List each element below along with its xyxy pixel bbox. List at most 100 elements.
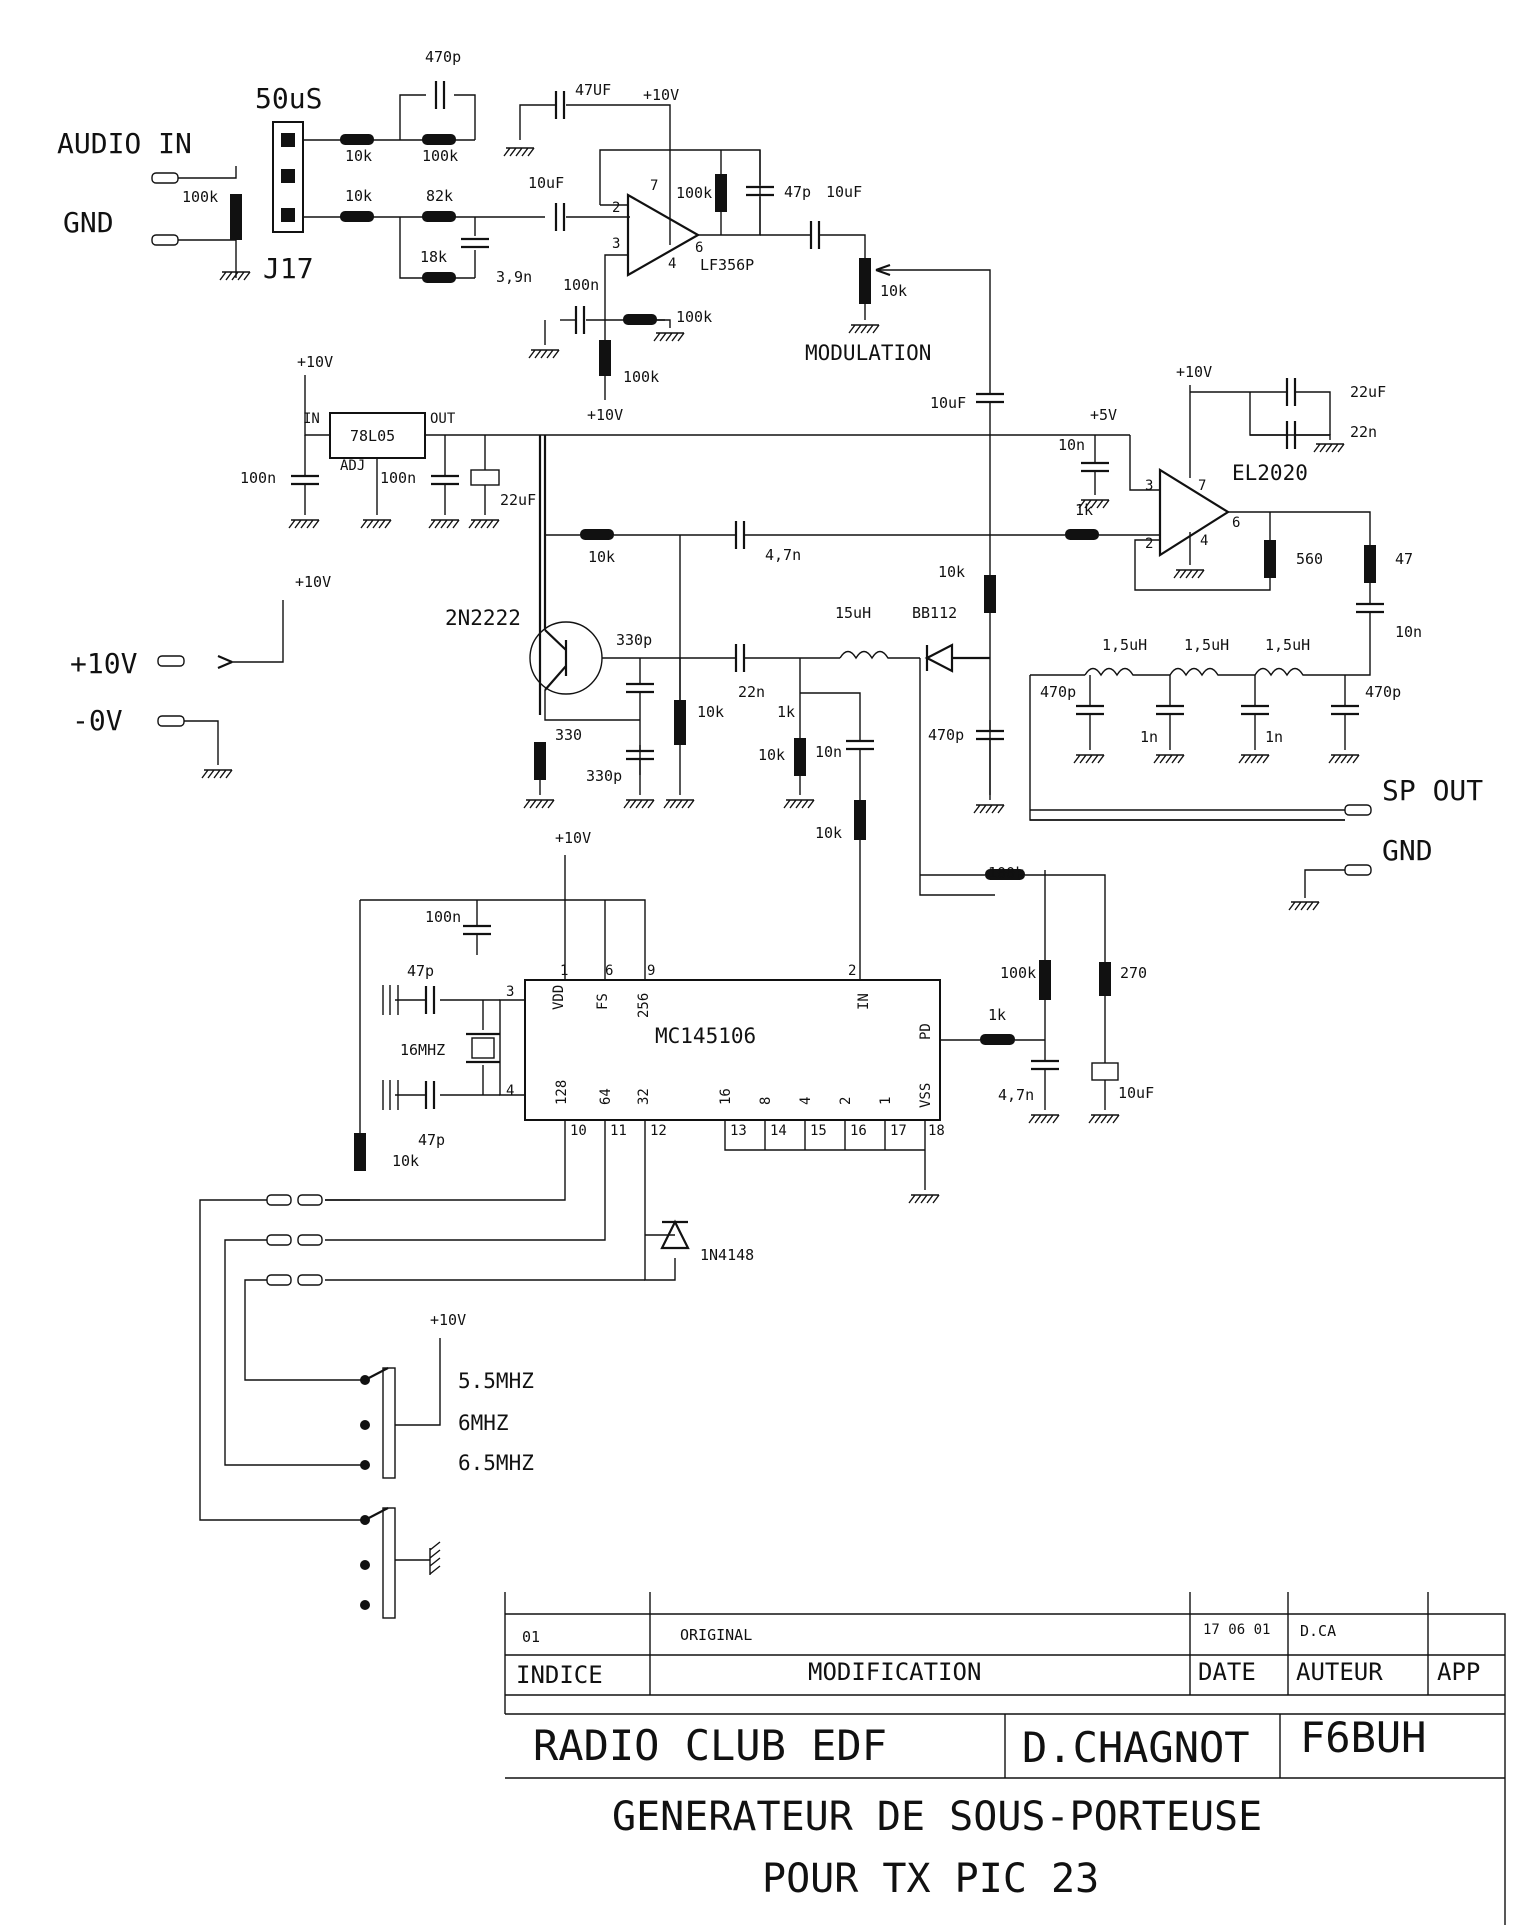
c-470p-f2-label: 470p: [1365, 683, 1401, 701]
jumper-connector-2b[interactable]: [297, 1234, 323, 1246]
op2-pin7: 7: [1198, 478, 1206, 494]
op2-pin4: 4: [1200, 533, 1208, 549]
varicap-label: BB112: [912, 604, 957, 622]
jumper-connector-1[interactable]: [266, 1194, 292, 1206]
c-22uf-el-label: 22uF: [1350, 383, 1386, 401]
resistor-10k-pullup: [354, 1133, 366, 1171]
lc-filter-section: 1,5uH 1,5uH 1,5uH 470p 1n 1n 470p SP OUT…: [1029, 636, 1483, 911]
c-470p-var-label: 470p: [928, 726, 964, 744]
c-100n-pll-label: 100n: [425, 908, 461, 926]
header-modification: MODIFICATION: [808, 1658, 981, 1686]
oscillator-section: 10k 1k 4,7n +10V +10V -0V 2N2222 330p 33…: [70, 435, 1160, 970]
header-date: DATE: [1198, 1658, 1256, 1686]
r-10k-osc-label: 10k: [588, 548, 615, 566]
op2-pin3: 3: [1145, 478, 1153, 494]
pin-32: 32: [636, 1088, 652, 1105]
resistor-10k-pll-in: [854, 800, 866, 840]
op-amp-el2020: [1158, 468, 1231, 557]
pll-pin-10: 10: [570, 1123, 587, 1139]
c-330p-1-label: 330p: [616, 631, 652, 649]
gnd-in-connector[interactable]: [151, 234, 179, 246]
op2-pin2: 2: [1145, 536, 1153, 552]
pll-chip-mc145106: [524, 979, 941, 1121]
resistor-1k-pd: [980, 1034, 1015, 1045]
date-value: 17 06 01: [1203, 1622, 1270, 1638]
pll-pin-15: 15: [810, 1123, 827, 1139]
plus10-conn-label: +10V: [70, 647, 138, 680]
r-82k-label: 82k: [426, 187, 453, 205]
plus10-pll-label: +10V: [555, 829, 591, 847]
regulator-label: 78L05: [350, 427, 395, 445]
jumper-connector-1b[interactable]: [297, 1194, 323, 1206]
c-10n-sup-label: 10n: [1058, 436, 1085, 454]
jumper-label: J17: [263, 252, 314, 285]
r-1k-pd-label: 1k: [988, 1006, 1006, 1024]
resistor-18k: [422, 272, 456, 283]
jumper-connector-2[interactable]: [266, 1234, 292, 1246]
r-100k-bias1-label: 100k: [676, 308, 712, 326]
c-47p-x1-label: 47p: [407, 962, 434, 980]
op1-pin3: 3: [612, 236, 620, 252]
c-100n-bias-label: 100n: [563, 276, 599, 294]
minus0-connector[interactable]: [157, 715, 185, 727]
pll-pin-6: 6: [605, 963, 613, 979]
op1-pin2: 2: [612, 200, 620, 216]
pll-chip-label: MC145106: [655, 1024, 756, 1048]
plus10-el-label: +10V: [1176, 363, 1212, 381]
plus10-connector[interactable]: [157, 655, 185, 667]
resistor-100k-bias-ground: [623, 314, 657, 325]
audio-input-section: AUDIO IN GND 50uS J17 100k 10k 10k 470p …: [57, 48, 545, 286]
club-name: RADIO CLUB EDF: [533, 1721, 887, 1770]
resistor-10k-vcc: [984, 575, 996, 613]
header-auteur: AUTEUR: [1296, 1658, 1383, 1686]
r-10k-in-label: 10k: [815, 824, 842, 842]
c-1n-b-label: 1n: [1265, 728, 1283, 746]
c-1n-a-label: 1n: [1140, 728, 1158, 746]
crystal-label: 16MHZ: [400, 1041, 445, 1059]
pll-pin-14: 14: [770, 1123, 787, 1139]
pin-in: IN: [856, 993, 872, 1010]
jumper-connector-3b[interactable]: [297, 1274, 323, 1286]
r-330-label: 330: [555, 726, 582, 744]
pot-10k-label: 10k: [880, 282, 907, 300]
resistor-100k-input: [230, 194, 242, 240]
pin-16: 16: [718, 1088, 734, 1105]
pll-pin-18: 18: [928, 1123, 945, 1139]
op2-pin6: 6: [1232, 515, 1240, 531]
resistor-10k-emitter: [674, 700, 686, 745]
r-560-label: 560: [1296, 550, 1323, 568]
c-22uf-reg-label: 22uF: [500, 491, 536, 509]
r-100k-lf-label: 100k: [1000, 964, 1036, 982]
pll-pin-16: 16: [850, 1123, 867, 1139]
resistor-100k-loop: [1039, 960, 1051, 1000]
sp-out-connector[interactable]: [1344, 804, 1372, 816]
regulator-section: +10V 78L05 IN OUT ADJ 100n 100n 22uF: [240, 353, 1130, 529]
resistor-560: [1264, 540, 1276, 578]
r-270-label: 270: [1120, 964, 1147, 982]
r-100k-bias2-label: 100k: [623, 368, 659, 386]
pll-section: +10V 100n MC145106 1 6 9 2 3 4 VDD FS 25…: [354, 829, 1154, 1204]
second-selector-switch[interactable]: [382, 1507, 396, 1619]
gnd-out-connector[interactable]: [1344, 864, 1372, 876]
jumper-connector-3[interactable]: [266, 1274, 292, 1286]
pll-pin-3: 3: [506, 984, 514, 1000]
auteur-value: D.CA: [1300, 1622, 1336, 1640]
author-name: D.CHAGNOT: [1022, 1723, 1250, 1772]
frequency-selector-switch[interactable]: [382, 1367, 396, 1479]
pll-pin-13: 13: [730, 1123, 747, 1139]
resistor-1k-el: [1065, 529, 1099, 540]
c-47p-x2-label: 47p: [418, 1131, 445, 1149]
crystal-16mhz: [471, 1037, 495, 1059]
audio-in-connector[interactable]: [151, 172, 179, 184]
c-47uf-label: 47UF: [575, 81, 611, 99]
pll-pin-2: 2: [848, 963, 856, 979]
el2020-stage: 10uF +5V 10n +10V 22uF 22n EL2020 3 2 7 …: [930, 363, 1422, 795]
c-10n-tap-label: 10n: [815, 743, 842, 761]
transistor-label: 2N2222: [445, 606, 521, 630]
diode-label: 1N4148: [700, 1246, 754, 1264]
c-10n-out-label: 10n: [1395, 623, 1422, 641]
potentiometer-modulation[interactable]: [859, 258, 871, 304]
l-1-5uh-a-label: 1,5uH: [1102, 636, 1147, 654]
r-100k-fb-label: 100k: [676, 184, 712, 202]
